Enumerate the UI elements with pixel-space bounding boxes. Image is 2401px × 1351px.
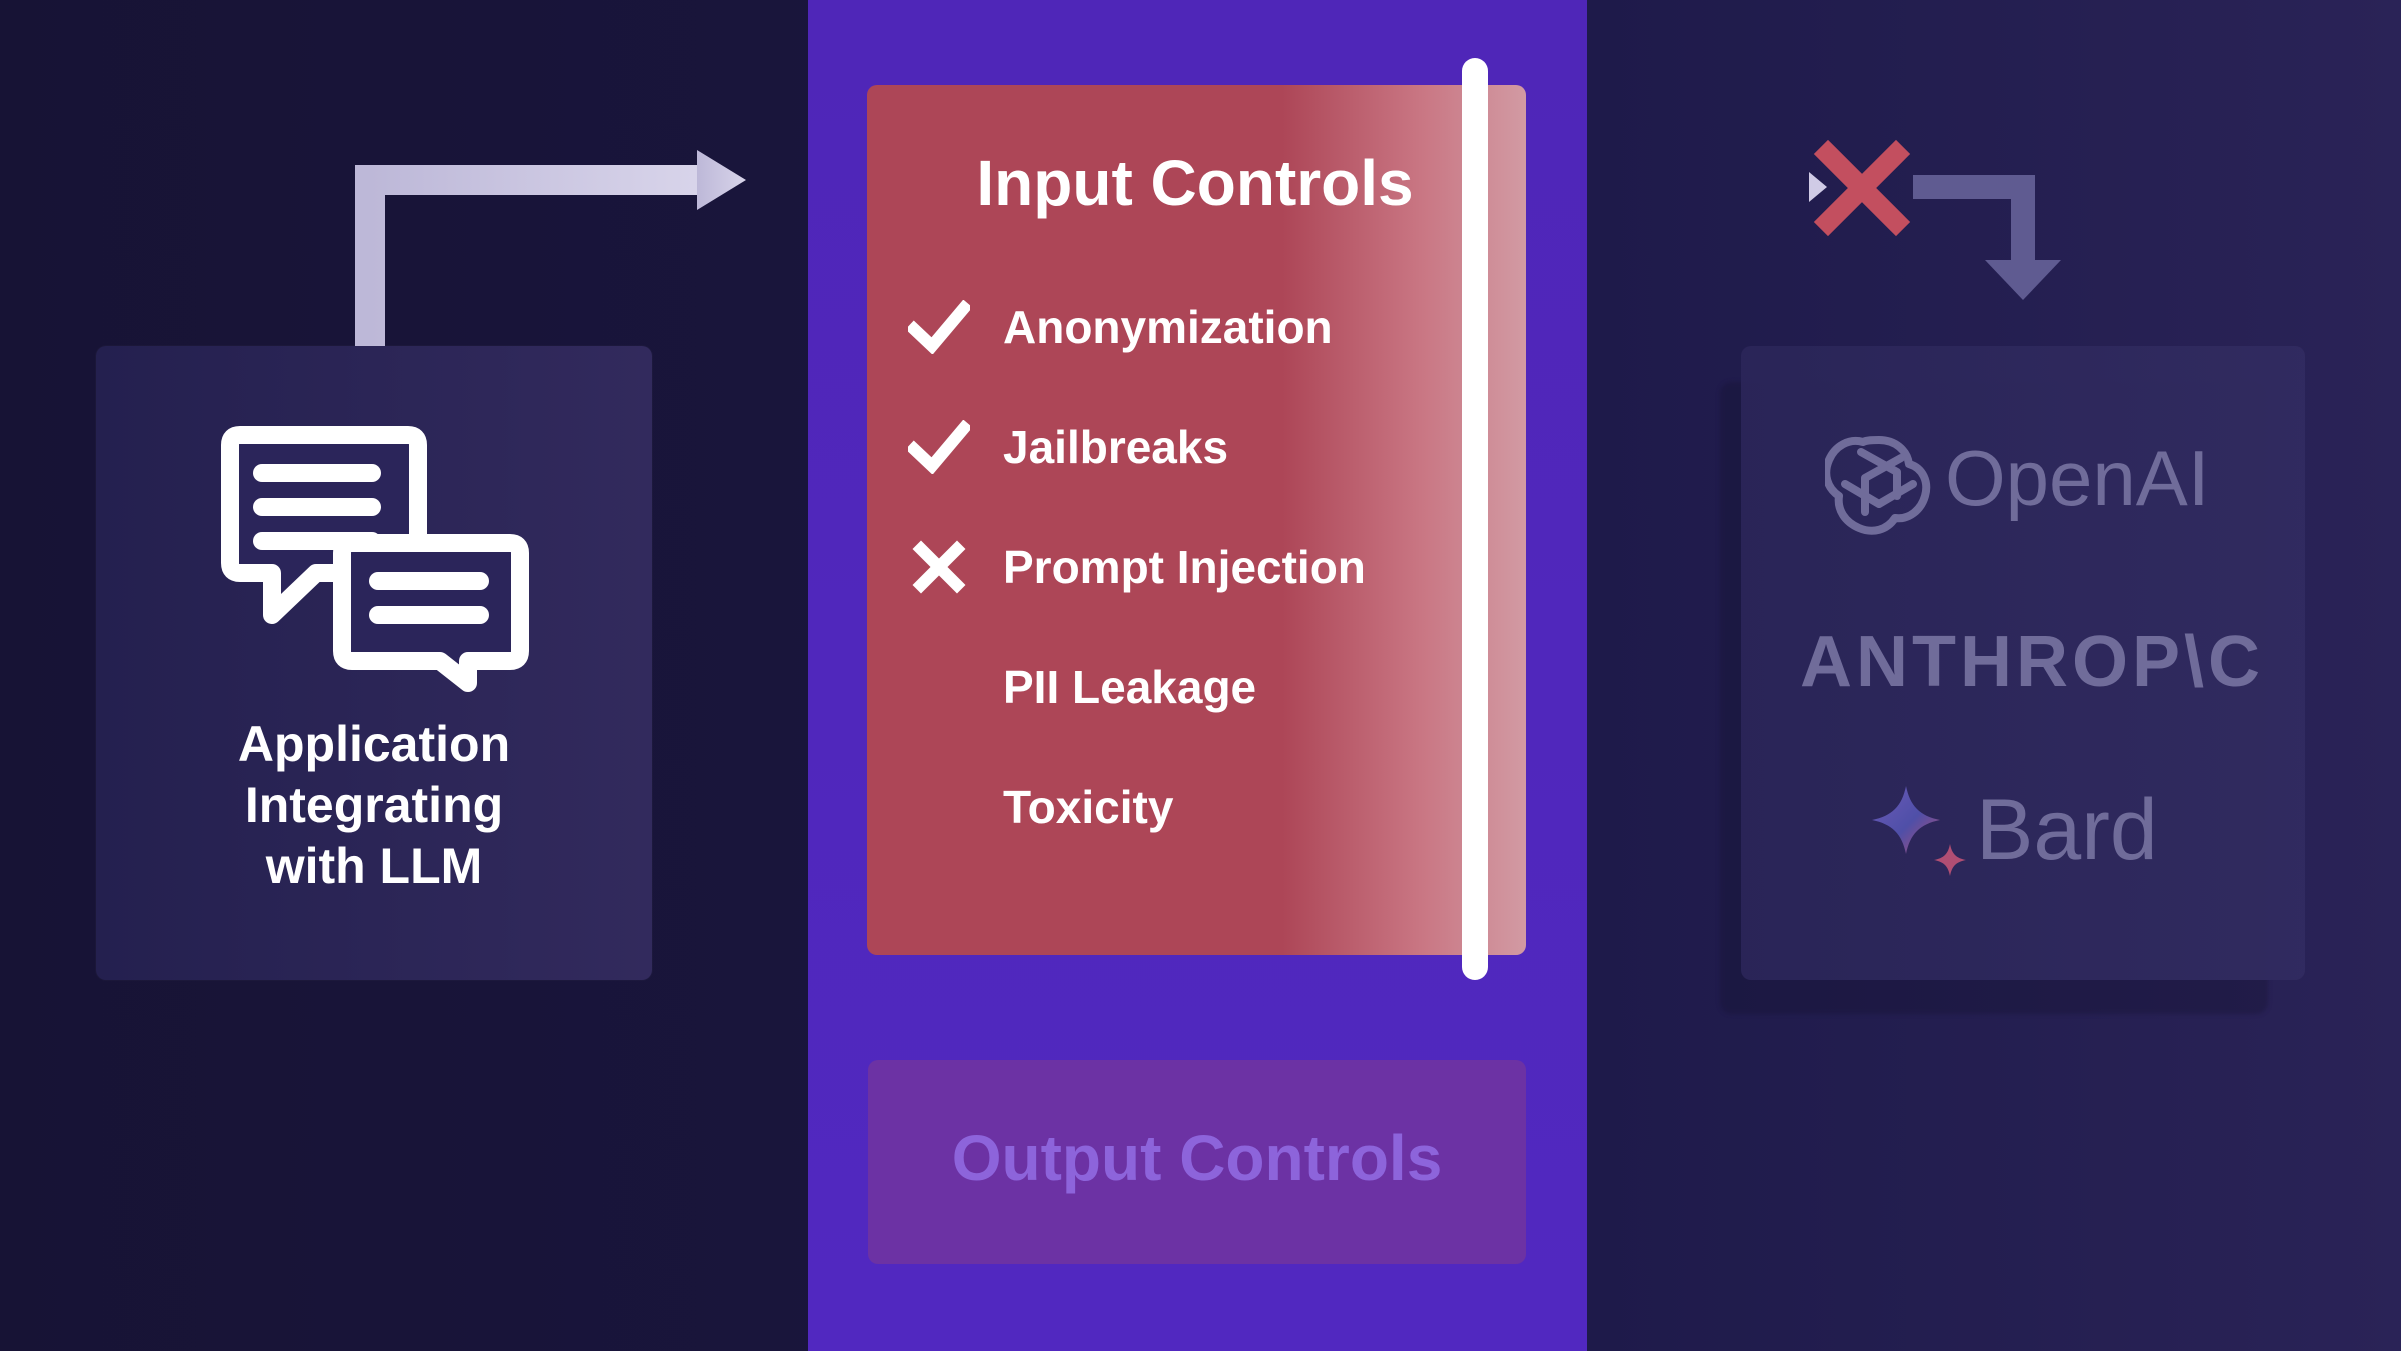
control-label: PII Leakage — [1003, 661, 1257, 713]
application-title: Application Integrating with LLM — [237, 716, 511, 894]
input-controls-title: Input Controls — [976, 147, 1414, 219]
flow-arrow-icon — [355, 150, 746, 346]
blocked-flow-arrow-icon — [1525, 172, 2061, 300]
output-controls-panel — [868, 1060, 1526, 1264]
blank-status-icon — [905, 655, 973, 719]
bard-label: Bard — [1976, 782, 2158, 878]
output-controls-title: Output Controls — [951, 1122, 1443, 1194]
close-icon — [905, 535, 973, 599]
anthropic-label: ANTHROP\C — [1800, 622, 2264, 702]
input-controls-panel — [867, 85, 1526, 955]
chat-icon — [221, 426, 529, 692]
control-label: Anonymization — [1003, 301, 1333, 353]
check-icon — [905, 295, 973, 359]
openai-logo-icon — [1825, 436, 1931, 535]
control-label: Prompt Injection — [1003, 541, 1366, 593]
blank-status-icon — [905, 775, 973, 839]
control-item-prompt-injection: Prompt Injection — [905, 535, 1465, 599]
control-item-anonymization: Anonymization — [905, 295, 1465, 359]
control-item-toxicity: Toxicity — [905, 775, 1465, 839]
processing-divider — [1462, 58, 1488, 980]
control-label: Toxicity — [1003, 781, 1174, 833]
block-icon — [1813, 139, 1911, 237]
control-label: Jailbreaks — [1003, 421, 1229, 473]
bard-logo-icon — [1872, 786, 1966, 876]
openai-label: OpenAI — [1945, 434, 2210, 522]
control-item-jailbreaks: Jailbreaks — [905, 415, 1465, 479]
control-item-pii-leakage: PII Leakage — [905, 655, 1465, 719]
check-icon — [905, 415, 973, 479]
